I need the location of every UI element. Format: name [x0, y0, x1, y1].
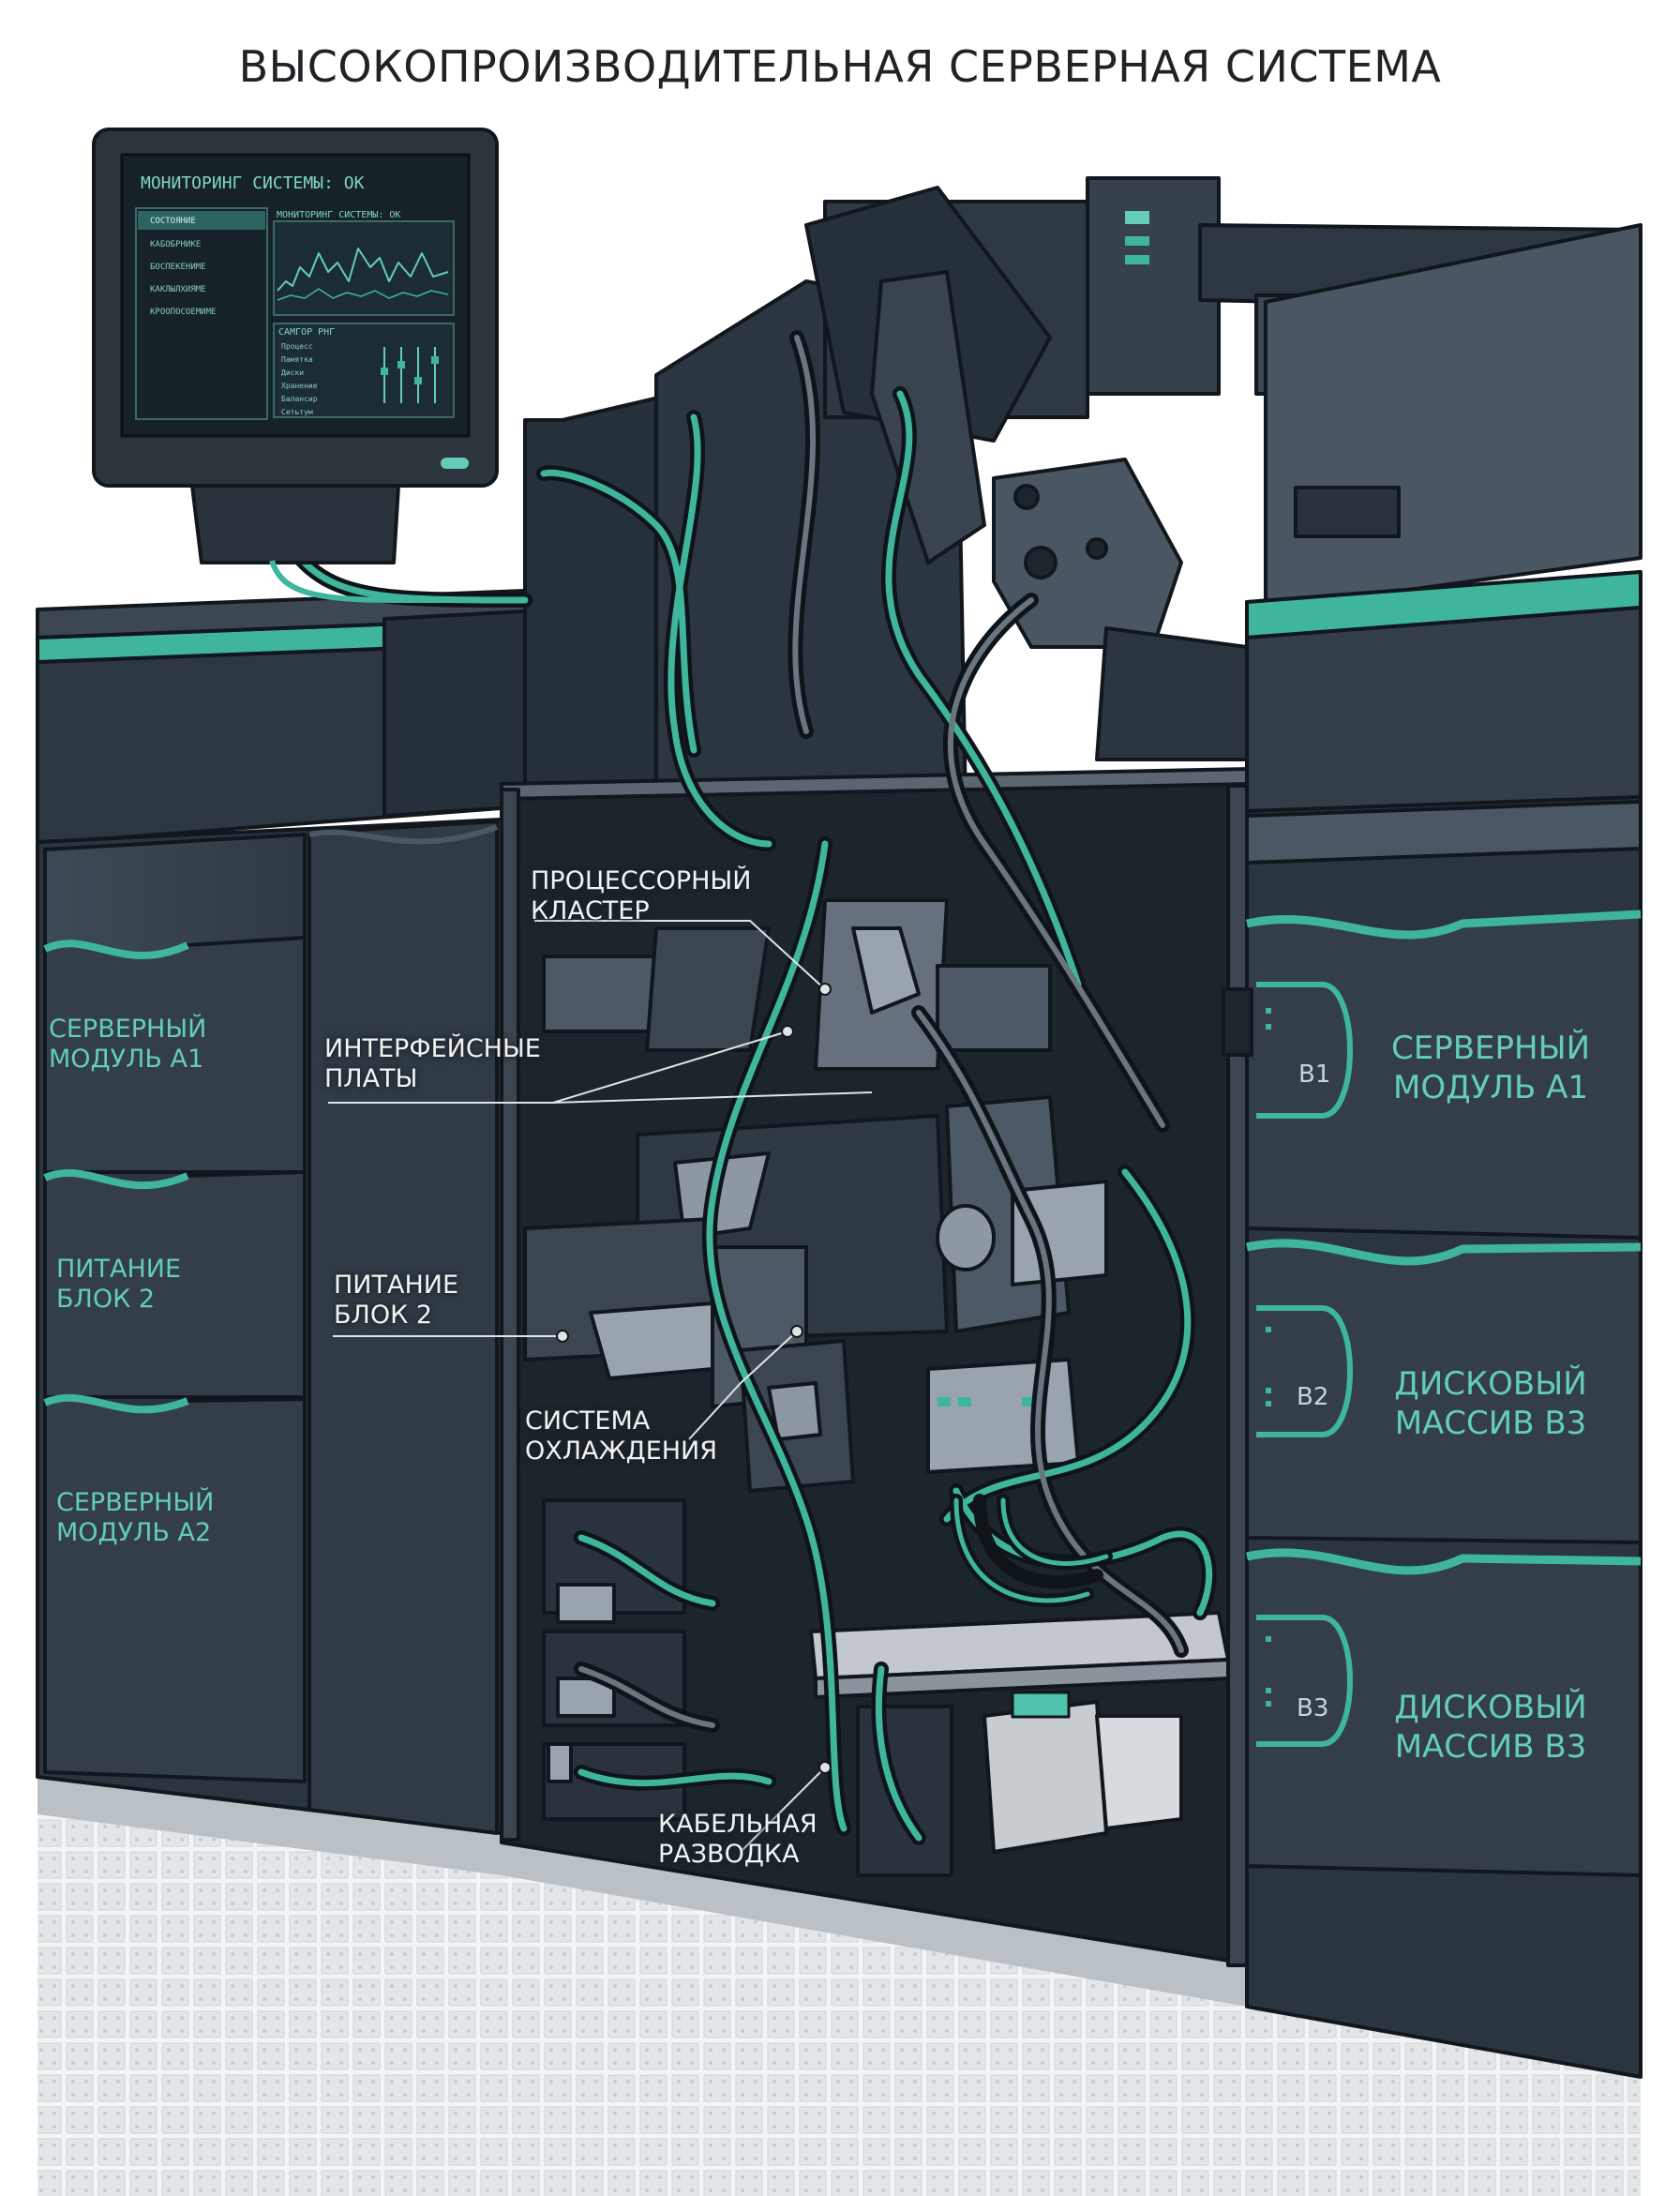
cables: [292, 330, 1217, 1845]
left-cabinet: [36, 818, 503, 1835]
monitor-bar-label: Балансир: [281, 395, 318, 403]
monitor: [92, 128, 525, 603]
right-label-server-a1: СЕРВЕРНЫЙ МОДУЛЬ А1: [1390, 1030, 1591, 1106]
callout-interface-boards: ИНТЕРФЕЙСНЫЕ ПЛАТЫ: [324, 1034, 541, 1093]
left-label-power-2: ПИТАНИЕ БЛОК 2: [56, 1255, 182, 1314]
monitor-bar-label: Памятка: [281, 355, 313, 364]
right-cabinet: [1222, 570, 1642, 2079]
callout-cable-routing: КАБЕЛЬНАЯ РАЗВОДКА: [658, 1810, 818, 1869]
center-bay: [500, 767, 1254, 1967]
monitor-bar-label: Процесс: [281, 342, 313, 351]
monitor-bar-label: Хранение: [281, 382, 318, 390]
monitor-menu-item: КРООПОСОЕМИМЕ: [150, 308, 217, 317]
monitor-chart-title: МОНИТОРИНГ СИСТЕМЫ: ОК: [277, 210, 401, 220]
bay-tag-b1: B1: [1298, 1060, 1331, 1089]
monitor-menu-item: БОСПЕКЕНИМЕ: [150, 263, 206, 272]
right-label-disk-array-1: ДИСКОВЫЙ МАССИВ В3: [1394, 1365, 1587, 1442]
page-title: ВЫСОКОПРОИЗВОДИТЕЛЬНАЯ СЕРВЕРНАЯ СИСТЕМА: [238, 41, 1442, 92]
right-label-disk-array-2: ДИСКОВЫЙ МАССИВ В3: [1394, 1689, 1587, 1766]
left-label-server-a2: СЕРВЕРНЫЙ МОДУЛЬ А2: [56, 1488, 215, 1547]
monitor-bar-label: Диски: [281, 369, 305, 377]
callout-cpu-cluster: ПРОЦЕССОРНЫЙ КЛАСТЕР: [531, 866, 752, 925]
left-label-server-a1: СЕРВЕРНЫЙ МОДУЛЬ А1: [49, 1015, 207, 1074]
monitor-header: МОНИТОРИНГ СИСТЕМЫ: ОК: [141, 173, 365, 193]
right-top-block: [1264, 223, 1642, 611]
callout-dots: [556, 983, 832, 1774]
monitor-bar-label: Сетьтум: [281, 408, 313, 416]
monitor-menu-item: СОСТОЯНИЕ: [150, 217, 196, 226]
left-top-cabinet: [36, 589, 527, 846]
bay-tag-b3: B3: [1297, 1694, 1329, 1722]
callout-cooling-system: СИСТЕМА ОХЛАЖДЕНИЯ: [525, 1406, 718, 1466]
monitor-panel-title: САМГОР РНГ: [278, 327, 336, 338]
callout-leaders: [328, 920, 873, 1853]
raised-floor: [38, 1777, 1641, 2196]
bay-tag-b2: B2: [1297, 1383, 1329, 1411]
callout-power-unit: ПИТАНИЕ БЛОК 2: [334, 1271, 459, 1330]
monitor-menu-item: КАКЛЫЛХИЯМЕ: [150, 285, 206, 294]
monitor-menu-item: КАБОБРНИКЕ: [150, 240, 202, 249]
